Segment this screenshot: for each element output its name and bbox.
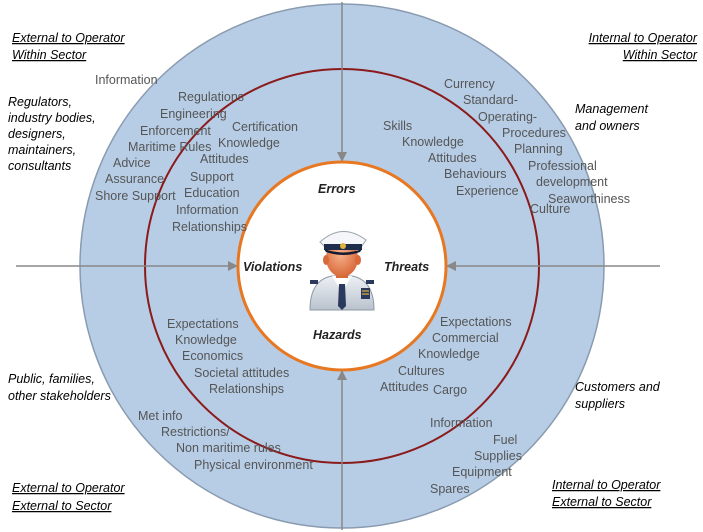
middle-bottom-right-item: Attitudes: [380, 380, 429, 394]
middle-top-left-item: Advice: [113, 156, 151, 170]
middle-top-right-item: Experience: [456, 184, 519, 198]
outer-bottom-right-item: Equipment: [452, 465, 512, 479]
stakeholders-top-left-3: designers,: [8, 127, 66, 141]
outer-top-right-item: Currency: [444, 77, 495, 91]
middle-bottom-left-item: Knowledge: [175, 333, 237, 347]
outer-bottom-left-item: Physical environment: [194, 458, 313, 472]
outer-top-right-item: Standard-: [463, 93, 518, 107]
middle-bottom-right-item: Cultures: [398, 364, 445, 378]
middle-bottom-right-item: Cargo: [433, 383, 467, 397]
middle-top-left-item: Attitudes: [200, 152, 249, 166]
stakeholders-top-left-4: maintainers,: [8, 143, 76, 157]
middle-top-left-item: Certification: [232, 120, 298, 134]
middle-top-right-item: Behaviours: [444, 167, 507, 181]
corner-bottom-left-line-2: External to Sector: [12, 499, 112, 513]
middle-bottom-right-item: Expectations: [440, 315, 512, 329]
corner-bottom-right-line-2: External to Sector: [552, 495, 652, 509]
axis-arrows: [16, 2, 660, 530]
middle-top-right-item: Attitudes: [428, 151, 477, 165]
stakeholders-top-left-2: industry bodies,: [8, 111, 96, 125]
outer-bottom-left-item: Met info: [138, 409, 183, 423]
outer-top-right-item: Operating-: [478, 110, 537, 124]
outer-top-left-item: Assurance: [105, 172, 164, 186]
stakeholders-top-left-1: Regulators,: [8, 95, 72, 109]
middle-top-left-item: Engineering: [160, 107, 227, 121]
outer-bottom-right-item: Information: [430, 416, 493, 430]
middle-top-left-item: Education: [184, 186, 240, 200]
corner-top-right-line-1: Internal to Operator: [589, 31, 698, 45]
ship-captain-icon: [309, 231, 375, 311]
middle-top-right-item: Skills: [383, 119, 412, 133]
corner-bottom-right-line-1: Internal to Operator: [552, 478, 661, 492]
outer-top-right-item: Professional: [528, 159, 597, 173]
core-label-errors: Errors: [318, 182, 356, 196]
stakeholders-top-left-5: consultants: [8, 159, 71, 173]
middle-top-right-item: Knowledge: [402, 135, 464, 149]
outer-bottom-left-item: Non maritime rules: [176, 441, 281, 455]
core-label-violations: Violations: [243, 260, 302, 274]
outer-top-right-item: development: [536, 175, 608, 189]
corner-top-left-line-2: Within Sector: [12, 48, 87, 62]
middle-top-left-item: Enforcement: [140, 124, 211, 138]
middle-bottom-right-item: Knowledge: [418, 347, 480, 361]
corner-top-right-line-2: Within Sector: [623, 48, 698, 62]
outer-top-right-item: Procedures: [502, 126, 566, 140]
stakeholders-top-right-1: Management: [575, 102, 648, 116]
stakeholders-bottom-left-2: other stakeholders: [8, 389, 111, 403]
middle-bottom-left-item: Economics: [182, 349, 243, 363]
middle-top-left-item: Maritime Rules: [128, 140, 211, 154]
middle-top-left-item: Knowledge: [218, 136, 280, 150]
middle-top-right-item: Culture: [530, 202, 570, 216]
outer-bottom-right-item: Spares: [430, 482, 470, 496]
stakeholders-bottom-right-1: Customers and: [575, 380, 661, 394]
middle-bottom-right-item: Commercial: [432, 331, 499, 345]
stakeholders-bottom-left-1: Public, families,: [8, 372, 95, 386]
core-label-threats: Threats: [384, 260, 429, 274]
outer-top-left-item: Shore Support: [95, 189, 176, 203]
outer-bottom-left-item: Restrictions/: [161, 425, 230, 439]
stakeholders-top-right-2: and owners: [575, 119, 640, 133]
middle-top-left-item: Information: [176, 203, 239, 217]
middle-bottom-left-item: Societal attitudes: [194, 366, 289, 380]
outer-top-left-item: Information: [95, 73, 158, 87]
corner-bottom-left-line-1: External to Operator: [12, 481, 125, 495]
outer-top-right-item: Seaworthiness: [548, 192, 630, 206]
middle-bottom-left-item: Expectations: [167, 317, 239, 331]
outer-bottom-right-item: Fuel: [493, 433, 517, 447]
middle-top-left-item: Relationships: [172, 220, 247, 234]
core-label-hazards: Hazards: [313, 328, 362, 342]
outer-top-right-item: Planning: [514, 142, 563, 156]
stakeholders-bottom-right-2: suppliers: [575, 397, 625, 411]
outer-bottom-right-item: Supplies: [474, 449, 522, 463]
corner-top-left-line-1: External to Operator: [12, 31, 125, 45]
middle-top-left-item: Support: [190, 170, 234, 184]
middle-top-left-item: Regulations: [178, 90, 244, 104]
middle-bottom-left-item: Relationships: [209, 382, 284, 396]
